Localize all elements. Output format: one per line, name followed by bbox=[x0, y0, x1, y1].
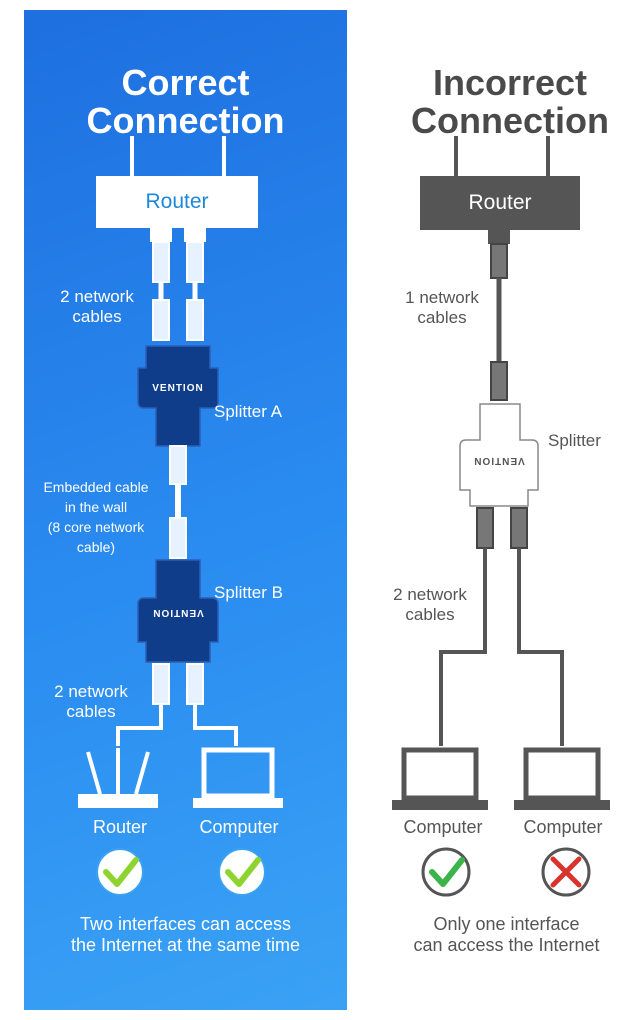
splitter-b-device: VENTION bbox=[137, 559, 219, 663]
bottom-network-cables bbox=[116, 663, 238, 746]
laptop-icon bbox=[193, 747, 283, 808]
splitter-a-brand: VENTION bbox=[152, 383, 203, 394]
router-box-label: Router bbox=[145, 190, 209, 213]
checkmark-icon bbox=[421, 847, 471, 897]
splitter-a-label: Splitter A bbox=[214, 402, 283, 421]
bottom-network-cables bbox=[439, 507, 564, 746]
router-box-label: Router bbox=[468, 191, 532, 214]
device-computer-label: Computer bbox=[199, 817, 279, 837]
incorrect-title-line2: Connection bbox=[411, 100, 609, 141]
device-computer-label: Computer bbox=[523, 817, 603, 837]
correct-title-line1: Correct bbox=[121, 62, 250, 103]
router-box: Router bbox=[96, 176, 258, 228]
splitter-label: Splitter bbox=[548, 431, 601, 450]
correct-title-line2: Connection bbox=[86, 100, 285, 141]
laptop-icon bbox=[392, 747, 488, 810]
incorrect-title-line1: Incorrect bbox=[432, 62, 588, 103]
incorrect-title: Incorrect Connection bbox=[380, 64, 629, 140]
correct-title: Correct Connection bbox=[24, 64, 347, 140]
wifi-router-icon bbox=[78, 748, 158, 808]
splitter-b-label: Splitter B bbox=[214, 583, 283, 602]
checkmark-icon bbox=[96, 848, 144, 896]
device-router-label: Router bbox=[92, 817, 148, 837]
cross-icon bbox=[541, 847, 591, 897]
splitter-device: VENTION bbox=[459, 403, 539, 507]
router-box: Router bbox=[420, 176, 580, 230]
splitter-a-device: VENTION bbox=[137, 345, 219, 447]
device-computer-label: Computer bbox=[403, 817, 483, 837]
laptop-icon bbox=[514, 747, 610, 810]
checkmark-icon bbox=[218, 848, 266, 896]
embedded-wall-cable bbox=[169, 445, 187, 559]
single-network-cable bbox=[488, 230, 510, 401]
splitter-brand: VENTION bbox=[473, 455, 524, 466]
splitter-b-brand: VENTION bbox=[152, 607, 203, 618]
top-network-cables bbox=[150, 228, 206, 341]
